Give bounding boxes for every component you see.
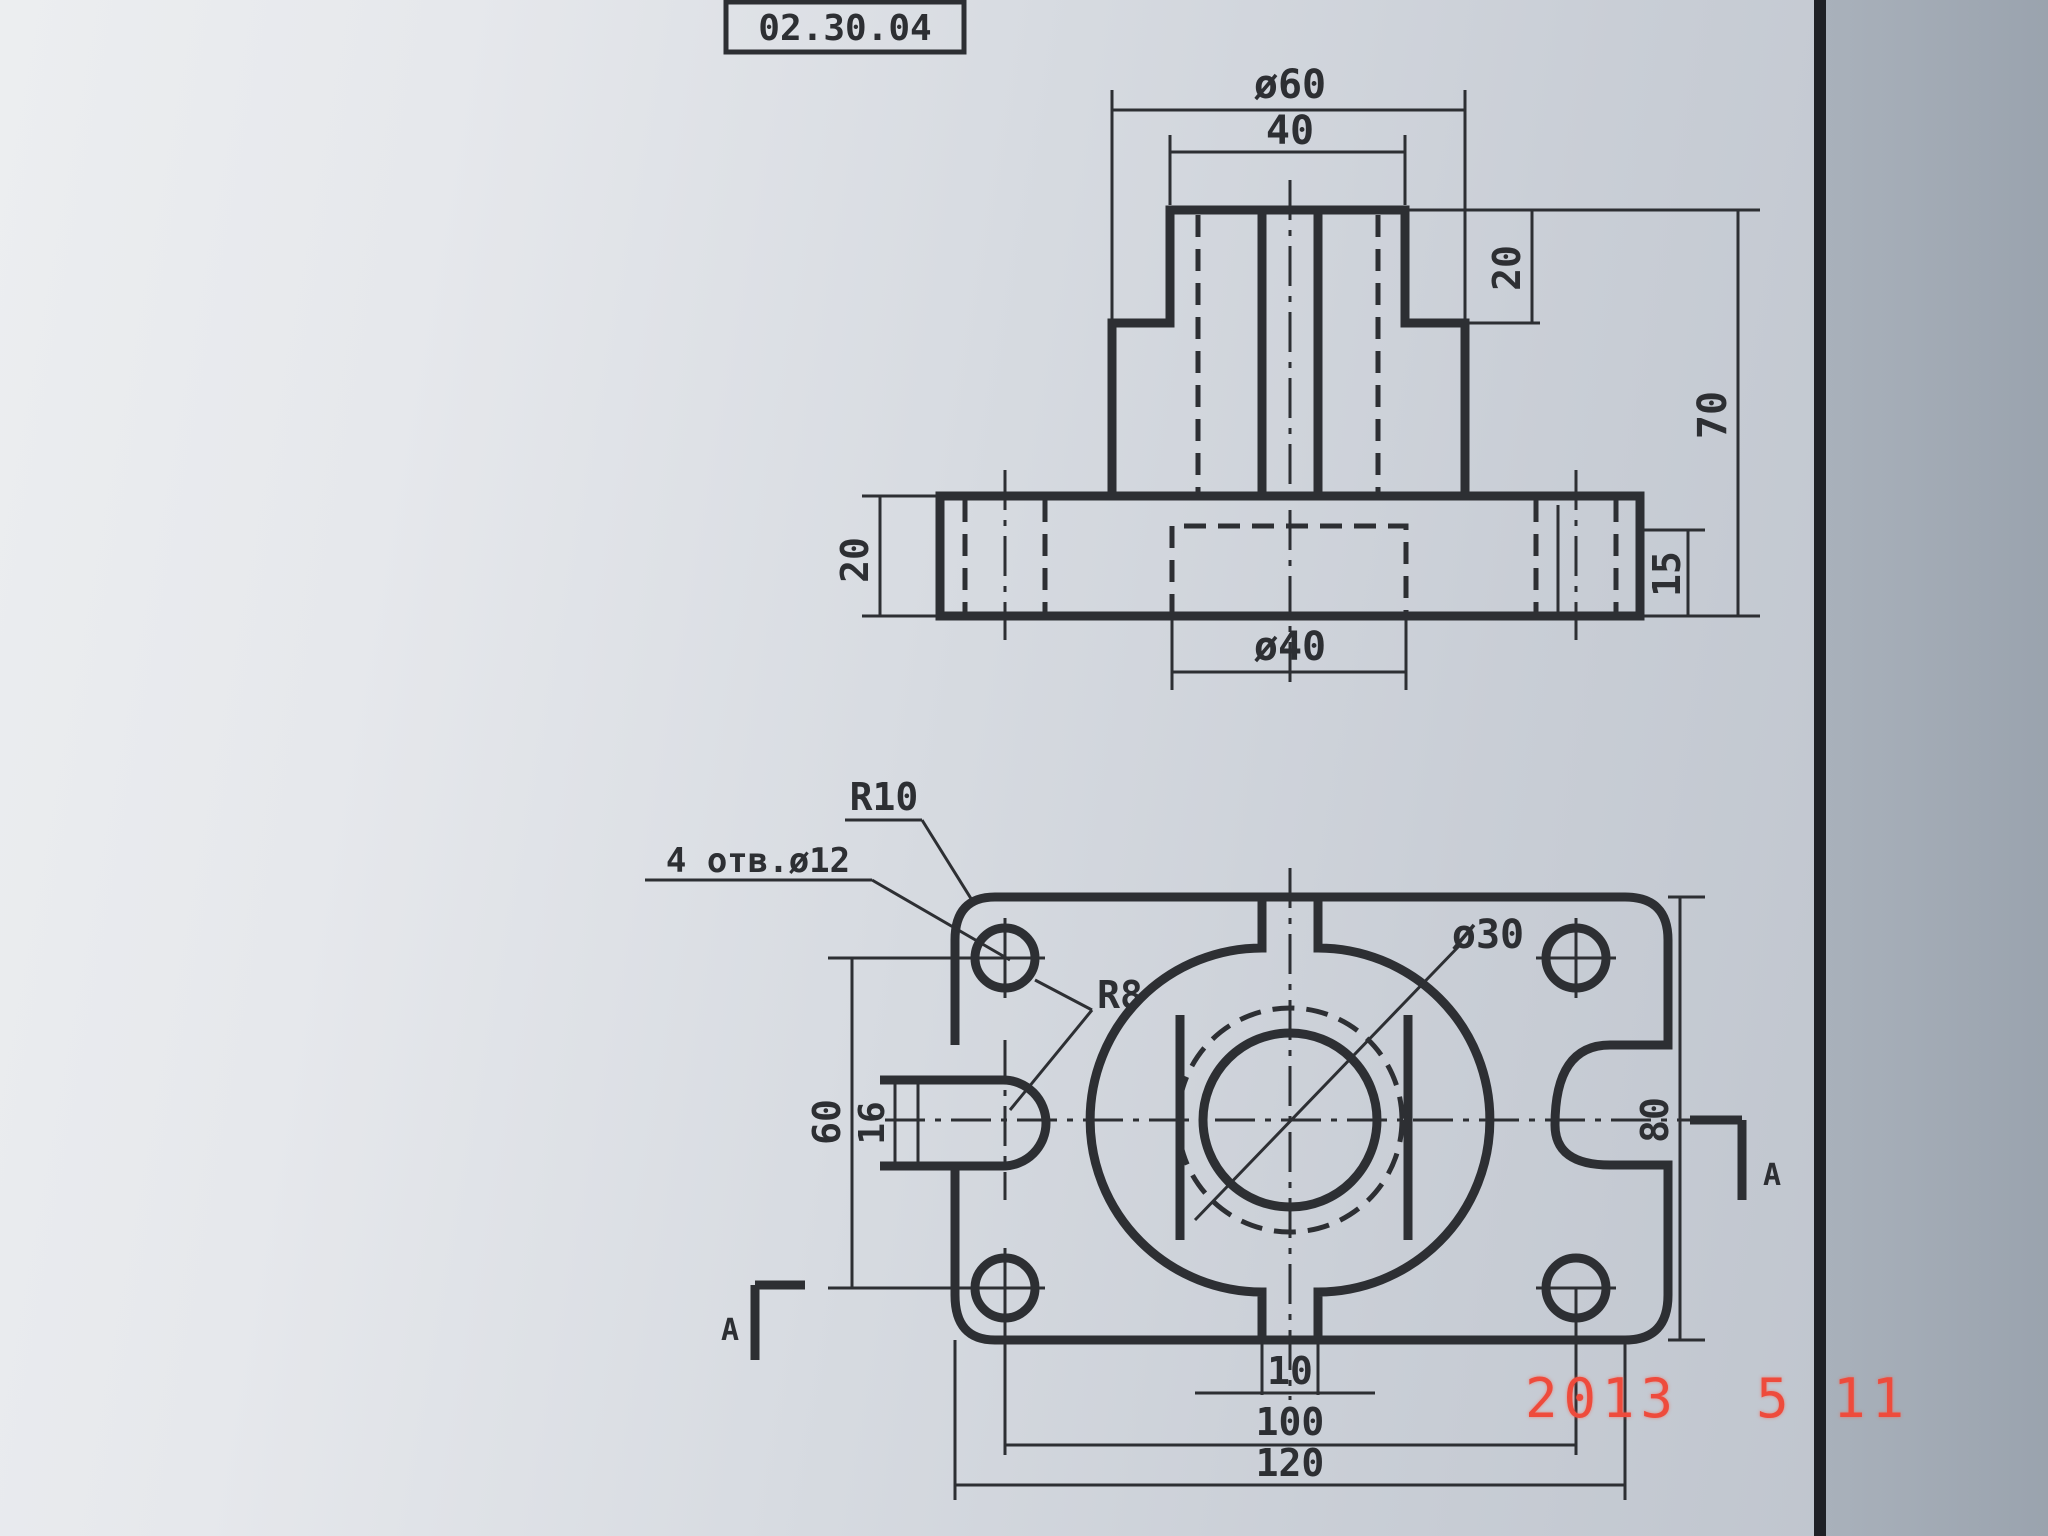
page-border-line <box>1814 0 1826 1536</box>
drawing-number: 02.30.04 <box>758 8 931 49</box>
drawing-number-box: 02.30.04 <box>723 0 967 55</box>
label-r8: R8 <box>1097 973 1143 1017</box>
dim-20-base: 20 <box>833 537 877 583</box>
dim-40: 40 <box>1266 108 1314 154</box>
dim-20-top: 20 <box>1485 245 1529 291</box>
plan-view: ø30 R10 4 отв.ø12 R8 <box>645 775 1781 1500</box>
section-mark-left: A <box>721 1313 739 1348</box>
dim-15: 15 <box>1645 551 1689 597</box>
dim-100: 100 <box>1256 1400 1325 1444</box>
desk-background <box>1826 0 2048 1536</box>
dim-70: 70 <box>1690 391 1736 439</box>
dim-120: 120 <box>1256 1441 1325 1485</box>
front-elevation-view: ø60 40 20 70 20 15 ø40 <box>833 62 1760 690</box>
dim-16: 16 <box>852 1101 893 1144</box>
label-holes: 4 отв.ø12 <box>666 841 850 881</box>
dim-80: 80 <box>1633 1097 1677 1143</box>
label-r10: R10 <box>850 775 919 819</box>
dim-diameter-30: ø30 <box>1452 912 1524 958</box>
dim-diameter-60: ø60 <box>1254 62 1326 108</box>
dim-10: 10 <box>1267 1349 1313 1393</box>
date-stamp: 2013 5 11 <box>1525 1367 1911 1430</box>
section-mark-right: A <box>1763 1158 1781 1193</box>
dim-diameter-40: ø40 <box>1254 624 1326 670</box>
dim-60: 60 <box>805 1099 849 1145</box>
